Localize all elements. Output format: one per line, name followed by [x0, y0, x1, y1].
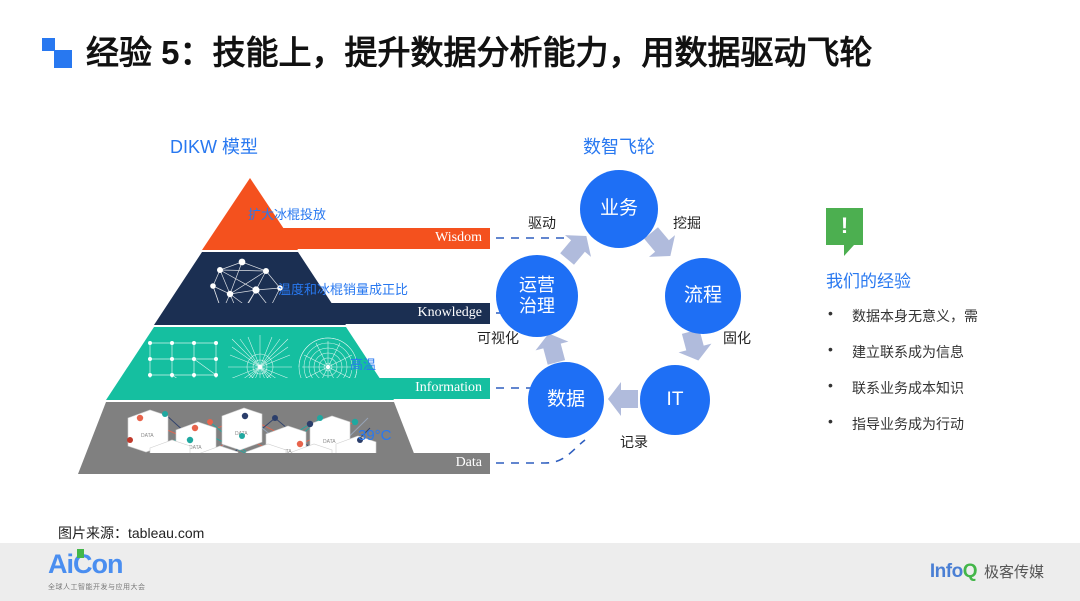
- flywheel-node-process-label: 流程: [683, 285, 722, 307]
- list-item: 指导业务成为行动: [826, 413, 1056, 434]
- band-label-data-en: Data: [455, 455, 482, 470]
- arrow-process-to-it: [678, 329, 712, 361]
- flywheel-edge-label-solidify: 固化: [723, 330, 751, 346]
- flywheel-edge-label-drive: 驱动: [528, 215, 556, 231]
- svg-text:DATA: DATA: [323, 439, 336, 445]
- band-label-data-cn: 39°C: [358, 427, 392, 444]
- dikw-section-title: DIKW 模型: [170, 137, 258, 157]
- source-note: 图片来源：tableau.com: [58, 525, 205, 541]
- band-label-knowledge-en: Knowledge: [417, 305, 482, 320]
- flywheel-node-it[interactable]: IT: [640, 365, 710, 435]
- experience-panel: ! 我们的经验 数据本身无意义，需 建立联系成为信息 联系业务成本知识 指导业务…: [826, 208, 1056, 450]
- infoq-q-text: Q: [962, 561, 978, 582]
- flywheel-edge-label-record: 记录: [620, 434, 648, 450]
- flywheel-node-data-label: 数据: [546, 389, 585, 411]
- band-label-knowledge-cn: 温度和冰棍销量成正比: [278, 282, 409, 297]
- band-strip-wisdom: Wisdom: [220, 228, 490, 249]
- infoq-info-text: Info: [929, 561, 963, 582]
- flywheel-node-process[interactable]: 流程: [665, 258, 741, 334]
- experience-list: 数据本身无意义，需 建立联系成为信息 联系业务成本知识 指导业务成为行动: [826, 305, 1056, 434]
- flywheel-edge-label-visualize: 可视化: [477, 330, 519, 346]
- arrow-group: [535, 227, 712, 416]
- aicon-logo: AiCon 全球人工智能开发与应用大会: [48, 549, 218, 592]
- list-item: 数据本身无意义，需: [826, 305, 1056, 326]
- flywheel-node-operations-label-line1: 运营: [519, 275, 555, 296]
- flywheel-node-it-label: IT: [666, 389, 684, 411]
- exclamation-callout-icon: !: [826, 208, 863, 256]
- band-strip-information: Information: [142, 378, 490, 399]
- flywheel-edge-label-mine: 挖掘: [673, 215, 701, 231]
- aicon-wordmark-text: AiCon: [48, 549, 123, 579]
- aicon-wordmark-label: AiCon: [48, 549, 123, 579]
- list-item: 建立联系成为信息: [826, 341, 1056, 362]
- flywheel-section-title: 数智飞轮: [583, 137, 655, 157]
- flywheel-node-business[interactable]: 业务: [580, 170, 658, 248]
- aicon-subtitle: 全球人工智能开发与应用大会: [48, 584, 146, 591]
- page-title: 经验 5：技能上，提升数据分析能力，用数据驱动飞轮: [86, 34, 873, 71]
- flywheel-node-operations-label-line2: 治理: [519, 296, 555, 316]
- slide-body: DIKW 模型 数智飞轮: [0, 100, 1080, 543]
- svg-text:DATA: DATA: [189, 445, 202, 451]
- band-label-wisdom-cn: 扩大冰棍投放: [248, 207, 327, 222]
- flywheel-node-operations[interactable]: 运营 治理: [496, 255, 578, 337]
- band-strip-knowledge: Knowledge: [180, 303, 490, 324]
- flywheel-arrows: [535, 227, 712, 416]
- band-label-information-en: Information: [415, 380, 482, 395]
- flywheel-diagram: 业务 流程 IT 数据 运营 治理 驱动 挖掘 固化 记录 可视化: [477, 170, 780, 500]
- flywheel-node-business-label: 业务: [599, 198, 638, 220]
- infoq-logo: Info Q 极客传媒: [930, 561, 1044, 583]
- bullet-square-large: [54, 50, 72, 68]
- arrow-ops-to-business: [560, 235, 592, 265]
- flywheel-node-data[interactable]: 数据: [528, 362, 604, 438]
- slide-header: 经验 5：技能上，提升数据分析能力，用数据驱动飞轮: [0, 0, 1080, 100]
- arrow-business-to-process: [644, 227, 676, 257]
- svg-text:DATA: DATA: [141, 433, 154, 439]
- experience-heading: 我们的经验: [826, 272, 911, 291]
- dikw-pyramid: DATA DATA DATA DATA DATA DATA DATA DATA …: [70, 178, 490, 488]
- exclamation-glyph: !: [840, 212, 849, 238]
- infoq-chinese-text: 极客传媒: [983, 564, 1044, 581]
- callout-tail: [844, 245, 854, 256]
- arrow-data-to-ops: [535, 333, 569, 365]
- list-item: 联系业务成本知识: [826, 377, 1056, 398]
- band-label-information-cn: 高温: [350, 357, 377, 372]
- svg-text:DATA: DATA: [145, 487, 158, 488]
- bullet-square-small: [42, 38, 55, 51]
- aicon-green-dot-icon: [77, 549, 84, 558]
- title-bullet-icon: [42, 38, 76, 72]
- band-label-wisdom-en: Wisdom: [435, 230, 482, 245]
- band-strip-data: Data: [90, 453, 490, 474]
- slide-footer: AiCon 全球人工智能开发与应用大会 Info Q 极客传媒: [0, 543, 1080, 601]
- arrow-it-to-data: [608, 382, 638, 416]
